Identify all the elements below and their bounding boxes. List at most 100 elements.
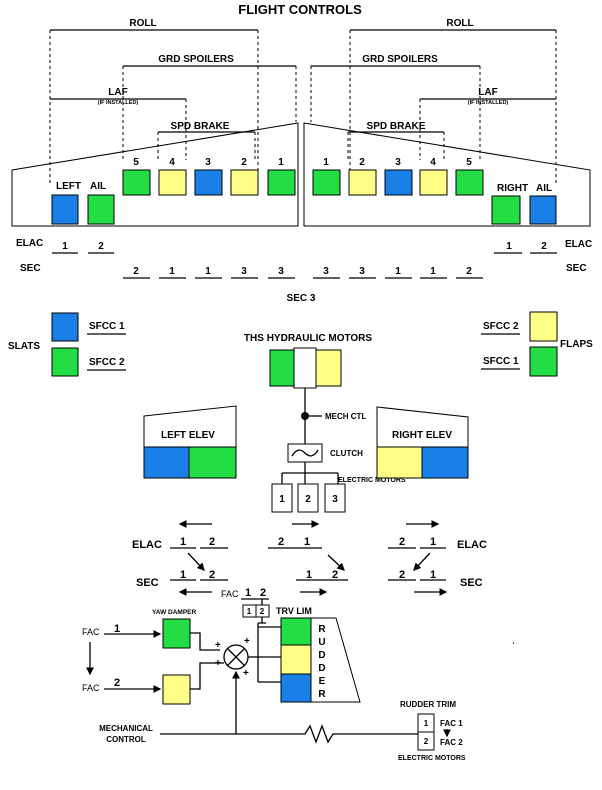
sec-left-spoiler-2: 3: [241, 266, 247, 277]
sum-plus-1: +: [215, 640, 221, 651]
ths-electric-motor-1: [271, 483, 293, 513]
right-spoilers: 1 2 3 4 5: [312, 157, 484, 196]
pitch-right-elac-2: 2: [399, 536, 405, 548]
left-spoiler-2-number: 2: [241, 157, 247, 168]
right-spoiler-1: [312, 169, 341, 196]
left-spoiler-1-number: 1: [278, 157, 284, 168]
pitch-logic: ELAC 1 2 SEC 1 2 2 1 1 2 2 1 ELAC 2 1: [132, 520, 487, 596]
pitch-center-elac-2: 2: [278, 536, 284, 548]
rudder-trim-motor-1-number: 1: [424, 719, 429, 728]
spd-brake-bracket-label-left: SPD BRAKE: [171, 121, 230, 132]
pitch-center-elac-1: 1: [304, 536, 310, 548]
flaps-sfcc1-green: [529, 346, 558, 377]
flaps-sfcc2-yellow: [529, 311, 558, 342]
ths-motor-green: [269, 349, 295, 387]
flaps-section: SFCC 2 SFCC 1 FLAPS: [481, 311, 593, 377]
elac-right-aileron-2: 2: [541, 241, 547, 252]
left-aileron-label: LEFT: [56, 181, 81, 192]
rudder-trim-motor-2-number: 2: [424, 737, 429, 746]
rudder-yellow: [280, 644, 312, 675]
right-wing-outline: [303, 122, 591, 227]
spd-brake-bracket-label-right: SPD BRAKE: [367, 121, 426, 132]
left-spoiler-3-number: 3: [205, 157, 211, 168]
left-aileron-blue: [51, 194, 79, 225]
rudder-trim-fac2: FAC 2: [440, 738, 463, 747]
right-aileron-green: [491, 195, 521, 225]
sec-left-spoiler-3: 1: [205, 266, 211, 277]
fac-top-label: FAC: [221, 589, 239, 599]
mech-ctl-node: [301, 412, 309, 420]
elac-left-aileron-2: 2: [98, 241, 104, 252]
right-elevator: RIGHT ELEV: [376, 406, 469, 479]
fac-top-2: 2: [260, 587, 266, 599]
rudder-letter-r1: R: [318, 624, 326, 635]
pitch-center-sec-1: 1: [306, 569, 312, 581]
yaw-damper-green: [162, 618, 191, 649]
flaps-sfcc2-label: SFCC 2: [483, 321, 519, 332]
sec-right-spoiler-3: 1: [395, 266, 401, 277]
pitch-right-sec-2: 2: [399, 569, 405, 581]
trv-lim-label: TRV LIM: [276, 606, 312, 616]
trv-lim-connector: [257, 617, 266, 627]
left-ail-label: AIL: [90, 181, 106, 192]
laf-note-left: (IF INSTALLED): [98, 100, 139, 106]
pitch-left-sec-1: 1: [180, 569, 186, 581]
sec-left-spoiler-4: 1: [169, 266, 175, 277]
ths-section: THS HYDRAULIC MOTORS MECH CTL CLUTCH ELE…: [244, 333, 406, 513]
clutch-label: CLUTCH: [330, 449, 363, 458]
rudder-letter-e: E: [319, 676, 326, 687]
fac-label-1: FAC: [82, 627, 100, 637]
left-spoiler-4-number: 4: [169, 157, 175, 168]
ths-motor-white: [293, 347, 317, 389]
left-elev-green: [188, 446, 237, 479]
left-spoiler-1: [267, 169, 296, 196]
slats-sfcc1-label: SFCC 1: [89, 321, 125, 332]
pitch-elac-label-right: ELAC: [457, 539, 487, 551]
slats-sfcc2-green: [51, 347, 79, 377]
rudder-letter-u: U: [318, 637, 325, 648]
right-brackets: ROLL GRD SPOILERS LAF (IF INSTALLED) SPD…: [310, 18, 557, 185]
flaps-sfcc1-label: SFCC 1: [483, 356, 519, 367]
slats-sfcc2-label: SFCC 2: [89, 357, 125, 368]
ths-electric-motor-3: [324, 483, 346, 513]
left-spoiler-5-number: 5: [133, 157, 139, 168]
left-brackets: ROLL GRD SPOILERS LAF (IF INSTALLED) SPD…: [49, 18, 297, 185]
roll-bracket-label-left: ROLL: [129, 18, 156, 29]
slats-label: SLATS: [8, 341, 40, 352]
right-spoiler-3: [384, 169, 413, 196]
sec-left-spoiler-5: 2: [133, 266, 139, 277]
rudder-blue: [280, 673, 312, 703]
left-spoiler-4: [158, 169, 187, 196]
rudder-trim-label: RUDDER TRIM: [400, 700, 456, 709]
rudder-letter-d1: D: [318, 650, 325, 661]
ths-electric-motor-2-number: 2: [305, 494, 311, 505]
right-elev-blue: [421, 446, 469, 479]
left-spoiler-2: [230, 169, 259, 196]
pitch-center-sec-2: 2: [332, 569, 338, 581]
elac-right-aileron-1: 1: [506, 241, 512, 252]
grd-spoilers-bracket-label-right: GRD SPOILERS: [362, 54, 438, 65]
roll-bracket-label-right: ROLL: [446, 18, 473, 29]
right-spoiler-4: [419, 169, 448, 196]
left-aileron-green: [87, 194, 115, 225]
flaps-label: FLAPS: [560, 339, 593, 350]
left-spoiler-3: [194, 169, 223, 196]
right-spoiler-2: [348, 169, 377, 196]
right-spoiler-4-number: 4: [430, 157, 436, 168]
left-wing-outline: [11, 122, 299, 227]
trv-lim-2: 2: [260, 607, 265, 616]
right-ail-label: AIL: [536, 183, 552, 194]
sec3-label: SEC 3: [287, 293, 316, 304]
rudder-letter-d2: D: [318, 663, 325, 674]
left-spoilers: 5 4 3 2 1: [122, 157, 296, 196]
rudder-outline: [310, 617, 361, 703]
laf-bracket-label-left: LAF: [108, 87, 127, 98]
electric-motors-label: ELECTRIC MOTORS: [338, 477, 406, 484]
yaw-damper-to-sum: [190, 632, 220, 651]
elac-label-left: ELAC: [16, 238, 43, 249]
sum-plus-4: +: [243, 668, 249, 679]
sec-label-left: SEC: [20, 263, 41, 274]
mechanical-label: MECHANICAL: [99, 724, 153, 733]
